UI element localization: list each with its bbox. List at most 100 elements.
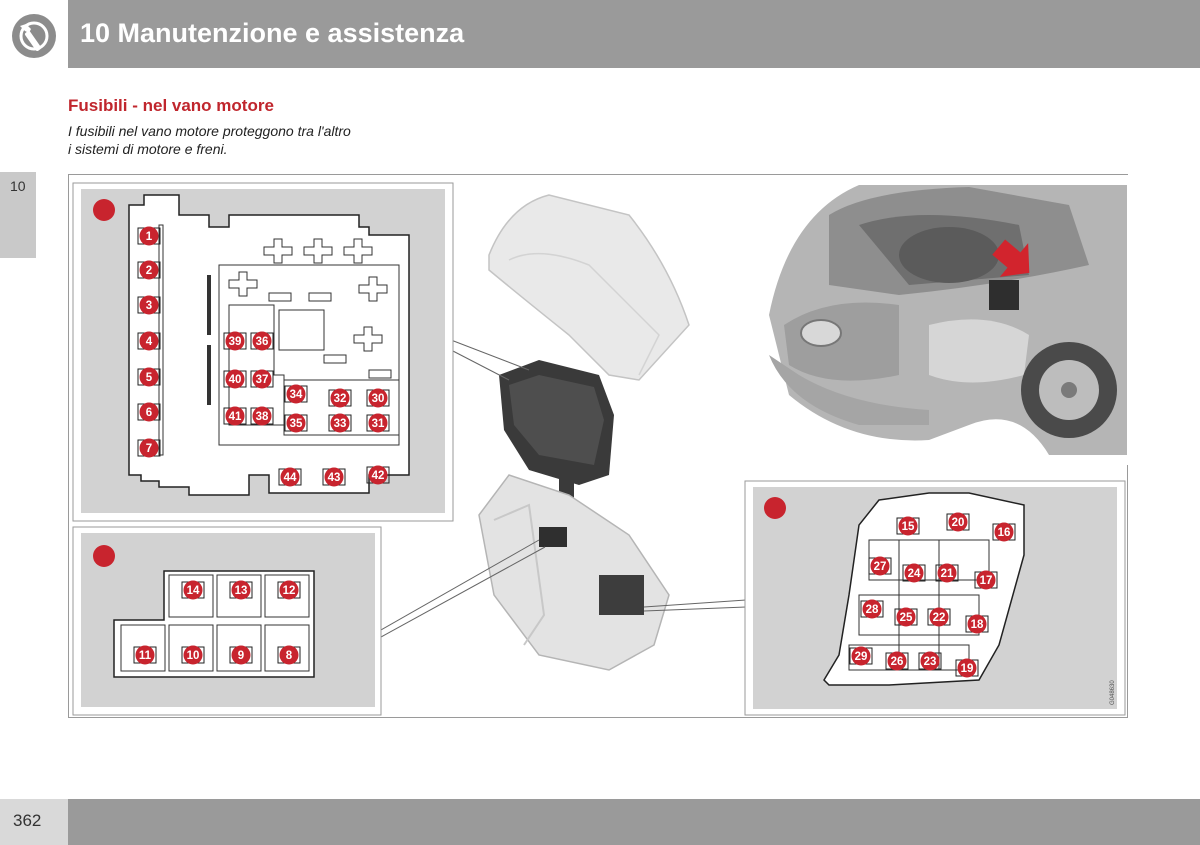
fuse-32: 32 bbox=[328, 388, 352, 408]
page-number-box: 362 bbox=[0, 799, 68, 845]
fuse-2: 2 bbox=[137, 260, 161, 280]
fuse-label: 16 bbox=[998, 527, 1011, 539]
fuse-7: 7 bbox=[137, 438, 161, 458]
fuse-14: 14 bbox=[181, 580, 205, 600]
fuse-1: 1 bbox=[137, 226, 161, 246]
fuse-label: 24 bbox=[908, 568, 921, 580]
section-intro-line-2: i sistemi di motore e freni. bbox=[68, 141, 228, 157]
panel-b: B G048630 bbox=[744, 480, 1126, 716]
fuse-13: 13 bbox=[229, 580, 253, 600]
fuse-label: 21 bbox=[941, 568, 954, 580]
fuse-29: 29 bbox=[849, 646, 873, 666]
fuse-23: 23 bbox=[918, 651, 942, 671]
fuse-label: 23 bbox=[924, 656, 937, 668]
relay-block-image bbox=[499, 360, 614, 510]
fuse-label: 10 bbox=[187, 650, 200, 662]
fuse-5: 5 bbox=[137, 367, 161, 387]
fuse-label: 40 bbox=[229, 374, 242, 386]
fuse-26: 26 bbox=[885, 651, 909, 671]
fuse-11: 11 bbox=[133, 645, 157, 665]
section-intro: I fusibili nel vano motore proteggono tr… bbox=[68, 122, 408, 158]
fuse-label: 29 bbox=[855, 651, 868, 663]
fuse-label: 7 bbox=[146, 443, 152, 455]
fuse-25: 25 bbox=[894, 607, 918, 627]
fuse-8: 8 bbox=[277, 645, 301, 665]
fuse-label: 11 bbox=[139, 650, 152, 662]
fuse-label: 9 bbox=[238, 650, 244, 662]
section-title: Fusibili - nel vano motore bbox=[68, 96, 274, 115]
fuse-label: 25 bbox=[900, 612, 913, 624]
chapter-tab: 10 bbox=[0, 172, 36, 258]
fuse-10: 10 bbox=[181, 645, 205, 665]
fuse-label: 35 bbox=[290, 418, 303, 430]
footer-bar bbox=[68, 799, 1200, 845]
car-engine-bay-image bbox=[749, 175, 1129, 465]
fuse-box-figure: A B G048630 bbox=[68, 174, 1129, 718]
fuse-28: 28 bbox=[860, 599, 884, 619]
fuse-40: 40 bbox=[223, 369, 247, 389]
fuse-38: 38 bbox=[250, 406, 274, 426]
fuse-33: 33 bbox=[328, 413, 352, 433]
figure-code: G048630 bbox=[1110, 680, 1116, 705]
fuse-label: 17 bbox=[980, 575, 993, 587]
fuse-label: 26 bbox=[891, 656, 904, 668]
fuse-37: 37 bbox=[250, 369, 274, 389]
fuse-36: 36 bbox=[250, 331, 274, 351]
fuse-label: 13 bbox=[235, 585, 248, 597]
fuse-34: 34 bbox=[284, 384, 308, 404]
fuse-label: 19 bbox=[961, 663, 974, 675]
fuse-27: 27 bbox=[868, 556, 892, 576]
fuse-20: 20 bbox=[946, 512, 970, 532]
fuse-22: 22 bbox=[927, 607, 951, 627]
fuse-box-base-image bbox=[478, 474, 670, 671]
fuse-label: 28 bbox=[866, 604, 879, 616]
fuse-12: 12 bbox=[277, 580, 301, 600]
fuse-label: 12 bbox=[283, 585, 296, 597]
panel-letter-badge bbox=[93, 545, 115, 567]
fuse-label: 2 bbox=[146, 265, 152, 277]
fuse-label: 5 bbox=[146, 372, 153, 384]
fuse-label: 42 bbox=[372, 470, 385, 482]
fuse-4: 4 bbox=[137, 331, 161, 351]
fuse-box-illustration: A B G048630 bbox=[72, 175, 1129, 716]
fuse-label: 39 bbox=[229, 336, 242, 348]
fuse-label: 20 bbox=[952, 517, 965, 529]
fuse-label: 14 bbox=[187, 585, 200, 597]
fuse-18: 18 bbox=[965, 614, 989, 634]
fuse-label: 43 bbox=[328, 472, 341, 484]
fuse-label: 15 bbox=[902, 521, 915, 533]
fuse-16: 16 bbox=[992, 522, 1016, 542]
fuse-30: 30 bbox=[366, 388, 390, 408]
fuse-31: 31 bbox=[366, 413, 390, 433]
fuse-label: 41 bbox=[229, 411, 242, 423]
fuse-19: 19 bbox=[955, 658, 979, 678]
fuse-21: 21 bbox=[935, 563, 959, 583]
fuse-box-location bbox=[989, 280, 1019, 310]
header-bar: 10 Manutenzione e assistenza bbox=[68, 0, 1200, 68]
chapter-tab-label: 10 bbox=[10, 178, 26, 194]
panel-letter-badge bbox=[93, 199, 115, 221]
fuse-41: 41 bbox=[223, 406, 247, 426]
panel-c: C bbox=[72, 526, 382, 716]
fuse-39: 39 bbox=[223, 331, 247, 351]
fuse-44: 44 bbox=[278, 467, 302, 487]
fuse-17: 17 bbox=[974, 570, 998, 590]
fuse-label: 1 bbox=[146, 231, 153, 243]
fuse-label: 4 bbox=[146, 336, 153, 348]
wrench-gear-icon bbox=[12, 14, 56, 58]
fuse-label: 31 bbox=[372, 418, 385, 430]
fuse-6: 6 bbox=[137, 402, 161, 422]
arrow-icon bbox=[992, 239, 1030, 277]
fuse-label: 34 bbox=[290, 389, 303, 401]
fuse-label: 36 bbox=[256, 336, 269, 348]
fuse-label: 38 bbox=[256, 411, 269, 423]
fuse-label: 6 bbox=[146, 407, 152, 419]
panel-letter-badge bbox=[764, 497, 786, 519]
panel-a: A bbox=[72, 182, 454, 522]
section-intro-line-1: I fusibili nel vano motore proteggono tr… bbox=[68, 123, 351, 139]
fuse-label: 30 bbox=[372, 393, 385, 405]
fuse-9: 9 bbox=[229, 645, 253, 665]
header-icon-box bbox=[0, 0, 68, 68]
fuse-label: 3 bbox=[146, 300, 152, 312]
chapter-title: 10 Manutenzione e assistenza bbox=[80, 18, 465, 48]
